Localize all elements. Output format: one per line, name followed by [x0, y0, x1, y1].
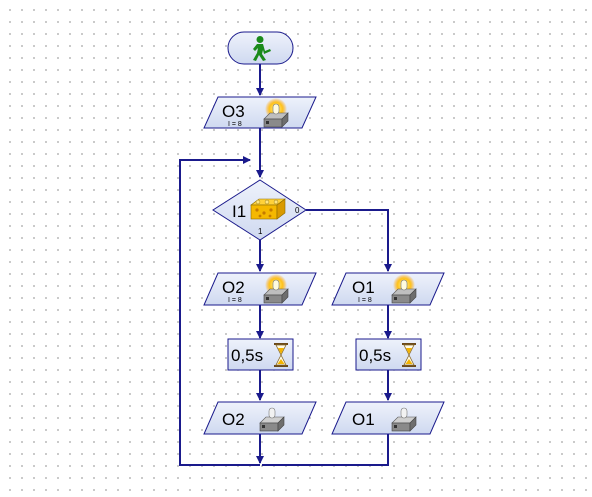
lamp-on-icon: [263, 97, 289, 128]
lego-brick-icon: [250, 198, 286, 220]
output-o2-off-node[interactable]: O2: [203, 401, 317, 435]
connector-o1-off-merge: [262, 434, 389, 466]
wait-right-label: 0,5s: [359, 346, 391, 365]
o2-on-label: O2: [222, 278, 245, 297]
i1-label: I1: [232, 202, 246, 221]
input-i1-branch-node[interactable]: I1 0 1: [212, 179, 307, 241]
start-node[interactable]: [227, 31, 294, 65]
o1-off-label: O1: [352, 410, 375, 429]
o1-on-intensity: I = 8: [358, 297, 372, 304]
branch-output-right-label: 0: [295, 206, 300, 215]
wait-left-label: 0,5s: [231, 346, 263, 365]
connector-loop-back: [179, 156, 260, 466]
lamp-on-icon: [263, 273, 289, 304]
o1-on-label: O1: [352, 278, 375, 297]
o3-on-intensity: I = 8: [228, 121, 242, 128]
o2-off-label: O2: [222, 410, 245, 429]
connector-lines: [179, 64, 392, 466]
connector-branch-to-o1: [306, 209, 392, 272]
wait-right-node[interactable]: 0,5s: [355, 338, 422, 371]
wait-left-node[interactable]: 0,5s: [227, 338, 294, 371]
branch-output-down-label: 1: [258, 227, 263, 236]
o2-on-intensity: I = 8: [228, 297, 242, 304]
output-o3-on-node[interactable]: O3 I = 8: [203, 96, 317, 129]
lamp-on-icon: [391, 273, 417, 304]
output-o2-on-node[interactable]: O2 I = 8: [203, 272, 317, 306]
output-o1-on-node[interactable]: O1 I = 8: [331, 272, 445, 306]
running-man-icon: [253, 36, 271, 61]
output-o1-off-node[interactable]: O1: [331, 401, 445, 435]
o3-on-label: O3: [222, 102, 245, 121]
